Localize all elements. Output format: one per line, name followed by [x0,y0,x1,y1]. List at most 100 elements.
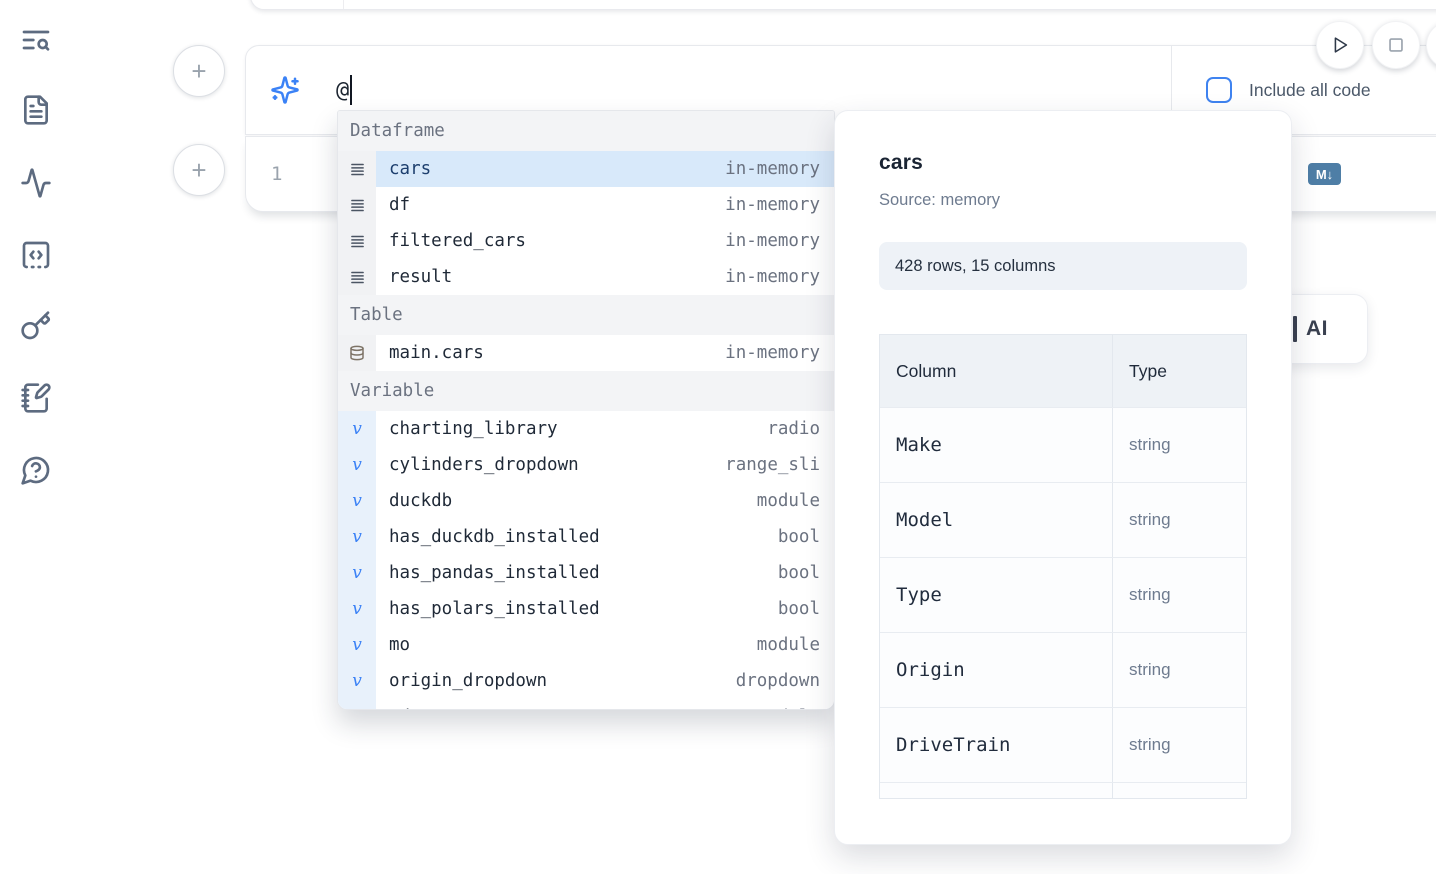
key-icon[interactable] [20,310,52,342]
markdown-badge-icon[interactable]: M↓ [1308,163,1341,185]
schema-table-header-row: Column Type [880,335,1246,407]
stop-button[interactable] [1372,21,1420,69]
schema-column-type: string [1129,435,1171,454]
autocomplete-item[interactable]: v has_pandas_installed bool [338,555,834,591]
autocomplete-item-name: df [389,195,411,215]
rows-icon [349,162,366,177]
autocomplete-item-type: bool [777,563,820,583]
variable-icon: v [352,598,362,619]
schema-table-row [880,782,1246,798]
autocomplete-item-type: module [757,707,820,709]
autocomplete-item[interactable]: vpdmodule [338,699,834,709]
schema-table-row: Make string [880,407,1246,482]
ai-prompt-input[interactable]: @ [336,46,353,134]
autocomplete-item-type: dropdown [735,671,820,691]
ai-action-label: AI [1306,317,1328,340]
preview-title: cars [879,151,924,174]
autocomplete-item-gutter: v [338,519,376,555]
schema-column-name: Type [896,584,942,606]
run-cell-button[interactable] [1316,21,1364,69]
autocomplete-item-type: in-memory [725,159,820,179]
autocomplete-item-name: origin_dropdown [389,671,548,691]
autocomplete-item-type: radio [767,419,820,439]
autocomplete-item-gutter [338,187,376,223]
line-number: 1 [271,163,283,185]
code-snippet-icon[interactable] [20,239,52,271]
autocomplete-item-name: mo [389,635,411,655]
variable-icon: v [352,634,362,655]
variable-icon: v [352,490,362,511]
prompt-value: @ [336,77,350,103]
partial-glyph [1293,316,1297,342]
autocomplete-item-gutter: v [338,591,376,627]
variable-icon: v [352,708,362,709]
variable-icon: v [352,526,362,547]
autocomplete-item-name: has_duckdb_installed [389,527,600,547]
autocomplete-item-name: cylinders_dropdown [389,455,579,475]
autocomplete-item[interactable]: filtered_cars in-memory [338,223,834,259]
rows-icon [349,198,366,213]
sparkles-icon [270,75,300,105]
autocomplete-item-gutter: v [338,483,376,519]
schema-column-type: string [1129,735,1171,754]
variable-icon: v [352,454,362,475]
schema-header-type: Type [1129,360,1167,381]
database-small-icon [349,345,365,361]
autocomplete-item-gutter: v [338,663,376,699]
schema-column-type: string [1129,660,1171,679]
schema-header-column: Column [880,335,1113,407]
include-all-code-label: Include all code [1249,79,1371,100]
autocomplete-item[interactable]: v origin_dropdown dropdown [338,663,834,699]
include-all-code-checkbox[interactable] [1206,77,1232,103]
autocomplete-item[interactable]: v cylinders_dropdown range_sli [338,447,834,483]
autocomplete-section-header: Table [338,295,834,335]
autocomplete-item[interactable]: v charting_library radio [338,411,834,447]
autocomplete-item-type: in-memory [725,267,820,287]
add-cell-button-top[interactable]: + [173,45,225,97]
autocomplete-item-type: bool [777,527,820,547]
autocomplete-item-name: has_pandas_installed [389,563,600,583]
autocomplete-item-type: range_sli [725,455,820,475]
autocomplete-item-type: in-memory [725,231,820,251]
rows-icon [349,234,366,249]
autocomplete-item[interactable]: v mo module [338,627,834,663]
autocomplete-section-header: Variable [338,371,834,411]
text-search-icon[interactable] [20,24,52,56]
autocomplete-item-name: charting_library [389,419,558,439]
autocomplete-item-type: in-memory [725,343,820,363]
gutter-divider [343,0,344,9]
autocomplete-item[interactable]: v has_duckdb_installed bool [338,519,834,555]
autocomplete-item-gutter: v [338,555,376,591]
autocomplete-section-header: Dataframe [338,111,834,151]
autocomplete-item-type: module [756,491,820,511]
file-text-icon[interactable] [20,94,52,126]
text-caret [350,75,353,105]
variable-icon: v [352,562,362,583]
add-cell-button-bottom[interactable]: + [173,144,225,196]
autocomplete-item-type: module [756,635,820,655]
autocomplete-item-gutter: v [338,699,376,709]
prompt-divider [1171,46,1172,134]
autocomplete-item-name: cars [389,159,432,179]
help-bubble-icon[interactable] [20,454,52,486]
activity-icon[interactable] [20,167,52,199]
schema-column-name: Make [896,434,942,456]
schema-column-type: string [1129,585,1171,604]
schema-column-name: Model [896,509,954,531]
autocomplete-item-gutter: v [338,411,376,447]
autocomplete-item-name: filtered_cars [389,231,526,251]
notebook-pen-icon[interactable] [20,382,52,414]
autocomplete-item[interactable]: cars in-memory [338,151,834,187]
autocomplete-item-gutter [338,223,376,259]
autocomplete-item-gutter: v [338,627,376,663]
autocomplete-item-name: has_polars_installed [389,599,600,619]
